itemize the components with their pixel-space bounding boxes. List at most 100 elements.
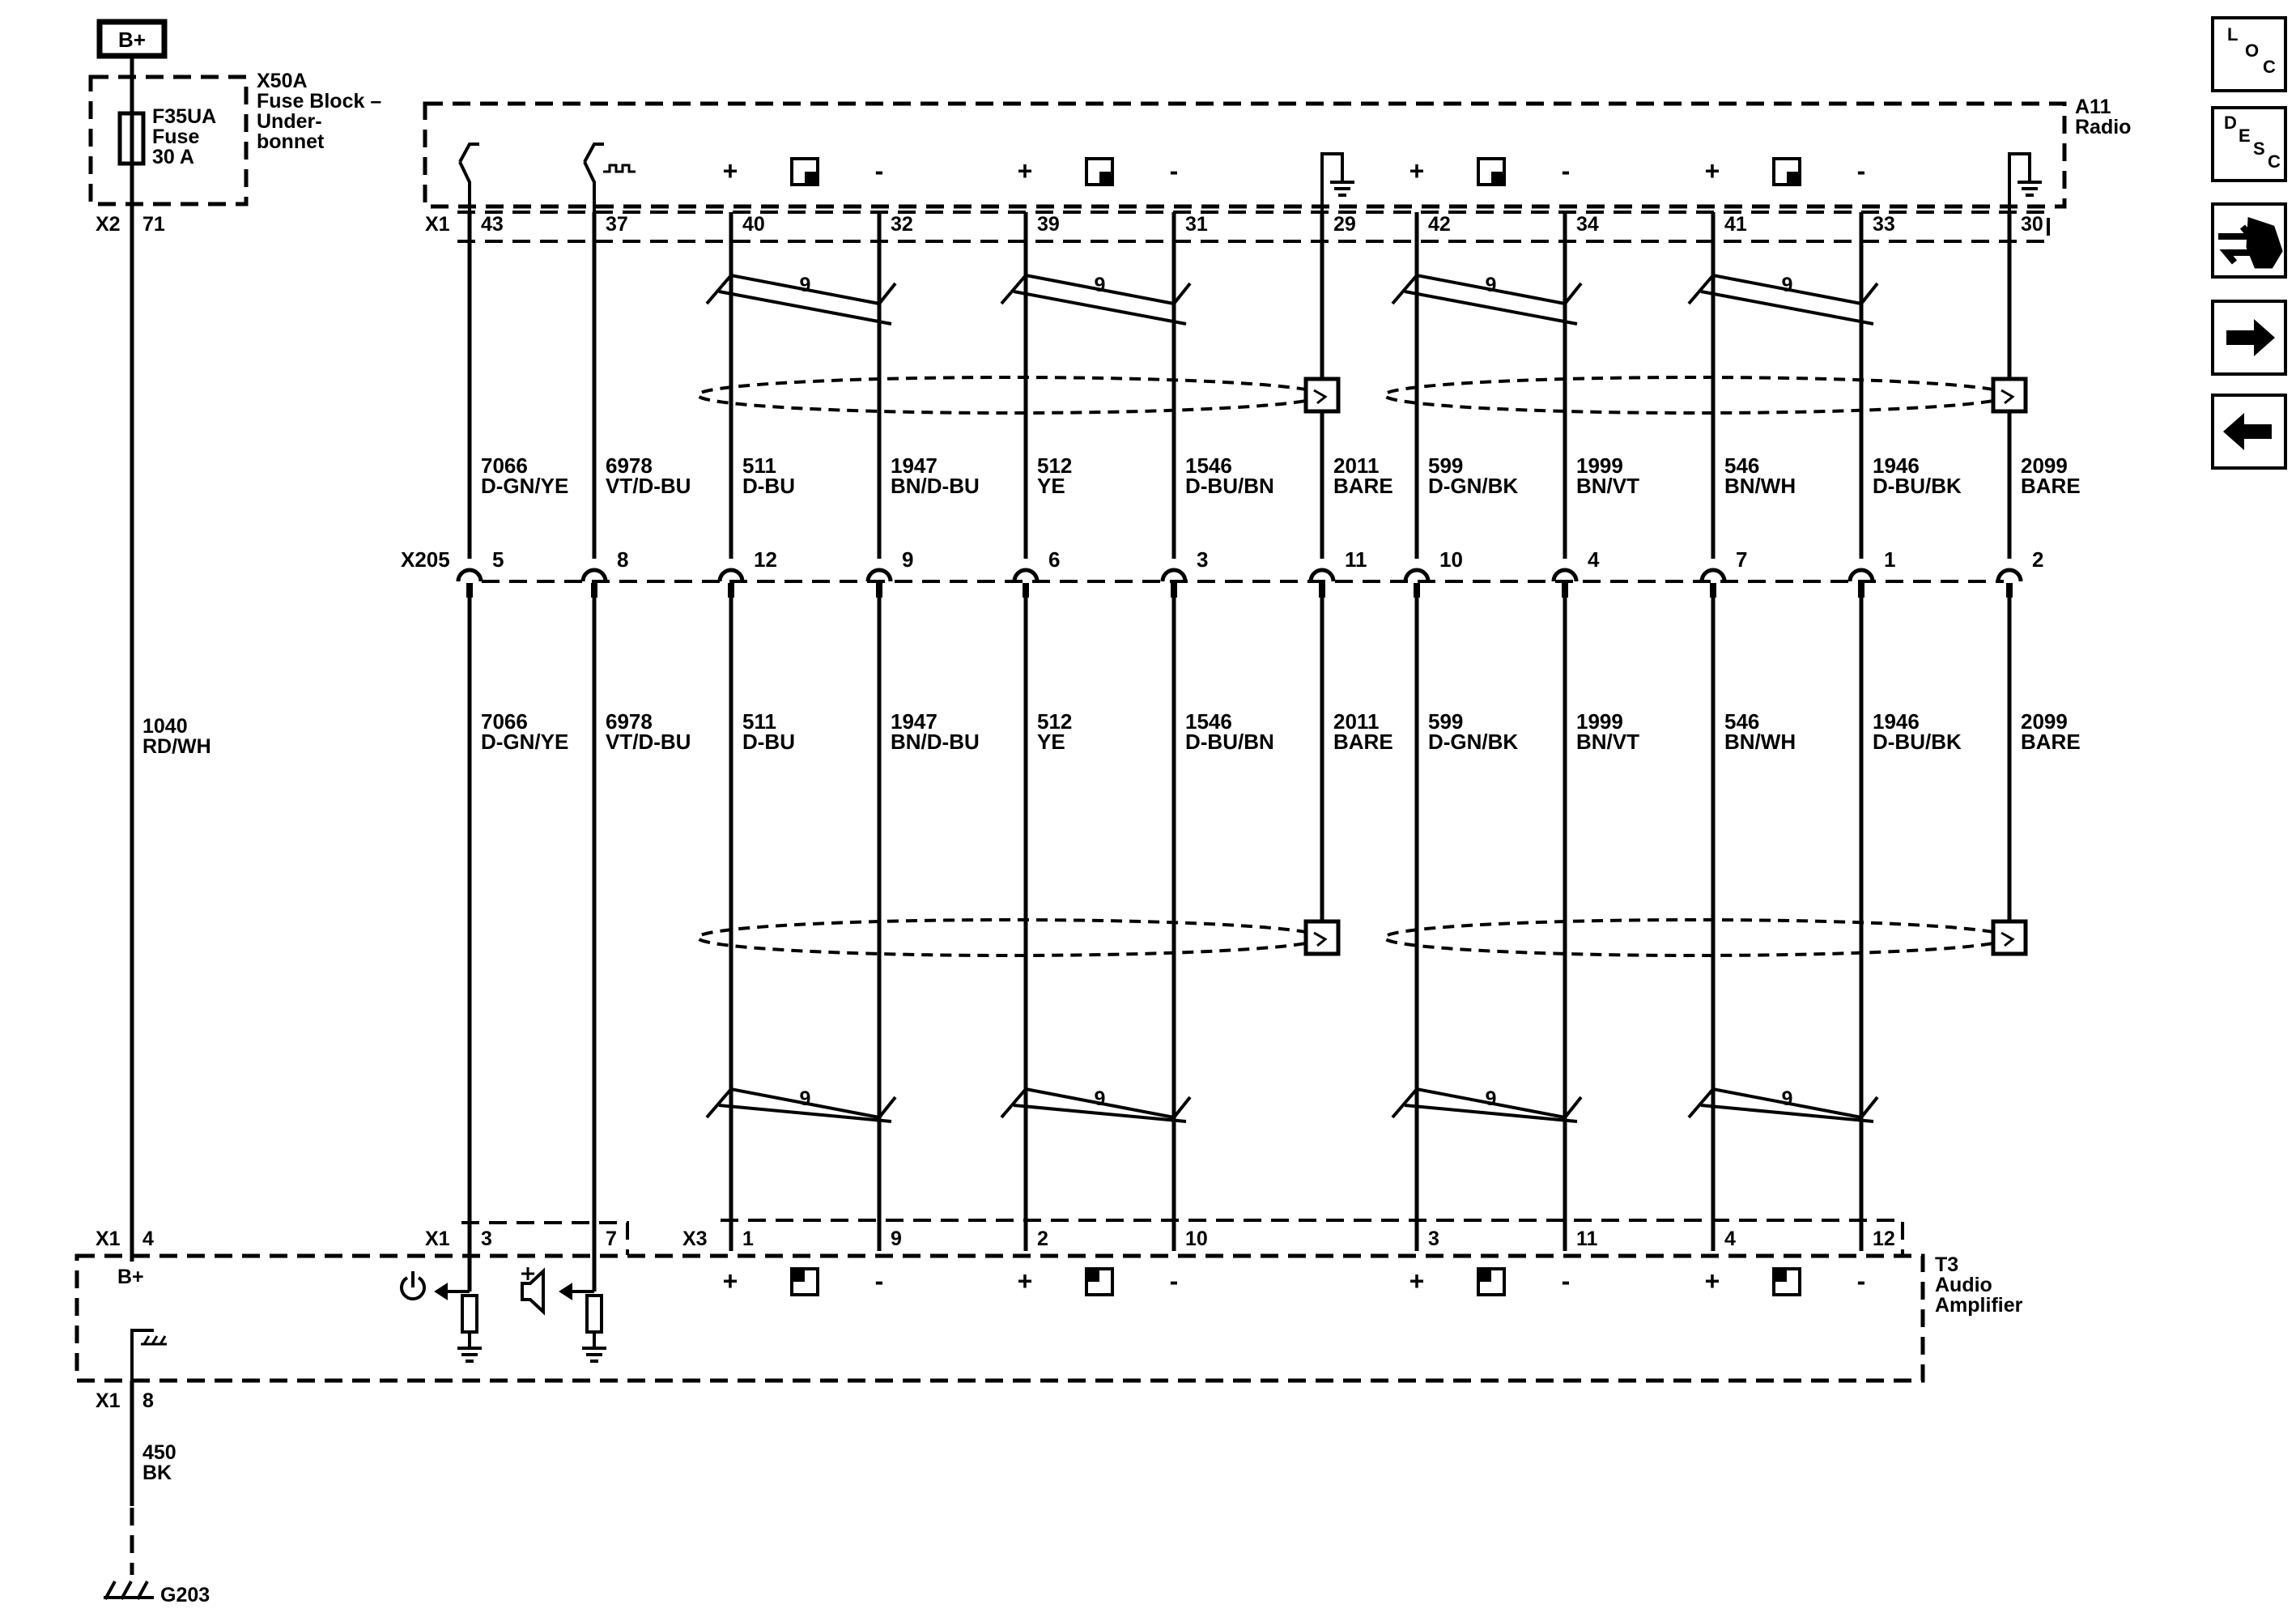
twisted-pair-symbol: [1404, 1104, 1578, 1123]
amplifier-x3-pin: 4: [1724, 1228, 1736, 1250]
radio-pin: 29: [1333, 213, 1356, 236]
arrow-left-button[interactable]: [2211, 394, 2287, 470]
twisted-pair-symbol: [718, 290, 892, 326]
amplifier-audio-channel-fill: [1086, 1269, 1099, 1282]
radio-pin: 30: [2021, 213, 2043, 236]
location-button[interactable]: LOC: [2211, 16, 2287, 92]
inline-connector-male: [2006, 583, 2013, 598]
radio-polarity-minus: -: [875, 156, 884, 185]
wire-circuit-label: 599: [1428, 709, 1463, 734]
radio-pin: 39: [1037, 213, 1060, 236]
shield-outline: [696, 376, 1324, 415]
inline-connector-female: [1996, 568, 2023, 582]
wire-circuit-label: 2099: [2021, 453, 2068, 478]
x205-pin-label: 3: [1197, 547, 1208, 572]
radio-title: A11: [2075, 96, 2111, 118]
shield-outline: [696, 918, 1324, 957]
inline-connector-male: [1319, 583, 1325, 598]
twisted-pair-symbol: [1000, 1087, 1192, 1120]
wire-color-label: D-GN/BK: [1428, 474, 1518, 498]
wire-color-label: D-GN/YE: [481, 474, 568, 498]
shield-drain-symbol: [2000, 389, 2015, 405]
twist-count-label: 9: [1782, 1087, 1793, 1110]
inline-connector-male: [876, 583, 882, 598]
ground-wire-circuit: 450: [142, 1441, 176, 1464]
wire-circuit-label: 511: [742, 453, 776, 478]
twist-count-label: 9: [800, 274, 811, 296]
inline-connector-female: [1403, 568, 1431, 582]
wire-color-label: D-BU/BK: [1873, 474, 1962, 498]
inline-connector-female: [1160, 568, 1188, 582]
radio-pin: 43: [481, 213, 504, 236]
twisted-pair-symbol: [1404, 290, 1578, 326]
radio-pin: 31: [1185, 213, 1208, 236]
wire-circuit-label: 1946: [1873, 709, 1920, 734]
inline-connector-female: [1847, 568, 1875, 582]
amplifier-ground-lead: [130, 1329, 154, 1381]
wire-color-label: D-BU/BN: [1185, 474, 1274, 498]
amplifier-x1-connector-frame: [461, 1221, 629, 1255]
radio-audio-channel-fill: [1491, 172, 1504, 185]
wire-circuit-label: 546: [1724, 709, 1759, 734]
side-button-frame: [2211, 16, 2287, 92]
ground-point-label: G203: [160, 1584, 210, 1606]
inline-connector-male: [1858, 583, 1864, 598]
fuse-block-frame: [88, 74, 249, 206]
amplifier-title: Amplifier: [1935, 1294, 2023, 1317]
amplifier-x3-pin: 3: [1428, 1228, 1439, 1250]
inline-connector-female: [1308, 568, 1336, 582]
shield-outline: [1383, 918, 2011, 957]
radio-switch-symbol: [458, 143, 479, 212]
wire-circuit-label: 2099: [2021, 709, 2068, 734]
amplifier-x1-connector: X1: [425, 1228, 450, 1250]
ground-icon: [141, 1335, 167, 1346]
speaker-icon: [521, 1267, 545, 1316]
static-text: 7066D-GN/YE7066D-GN/YE56978VT/D-BU6978VT…: [401, 453, 2081, 754]
resistor-symbol: [461, 1294, 478, 1334]
amplifier-audio-channel-fill: [792, 1269, 805, 1282]
wire-color-label: VT/D-BU: [606, 730, 691, 754]
twisted-pair-symbol: [1687, 273, 1879, 306]
wire-color-label: BARE: [1333, 730, 1393, 754]
inline-connector-female: [580, 568, 608, 582]
amplifier-x1-pin: 7: [606, 1228, 617, 1250]
amplifier-polarity-plus: +: [1018, 1266, 1033, 1296]
description-icon: E: [2239, 126, 2251, 146]
inline-connector-female: [717, 568, 745, 582]
arrow-right-button[interactable]: [2211, 300, 2287, 376]
wire-color-label: D-GN/YE: [481, 730, 568, 754]
radio-polarity-minus: -: [1857, 156, 1866, 185]
wire-color-label: BN/D-BU: [891, 730, 980, 754]
wire-color-label: BN/WH: [1724, 730, 1796, 754]
radio-polarity-plus: +: [723, 156, 738, 185]
fuse-label: 30 A: [152, 146, 194, 168]
twisted-pair-symbol: [718, 1104, 892, 1123]
radio-pin: 40: [742, 213, 765, 236]
wire-circuit-label: 599: [1428, 453, 1463, 478]
wire-circuit-label: 512: [1037, 453, 1072, 478]
inline-connector-male: [1710, 583, 1716, 598]
repair-tools-button[interactable]: [2211, 202, 2287, 279]
wire-circuit-label: 2011: [1333, 709, 1379, 734]
wire-circuit-label: 1947: [891, 709, 938, 734]
amplifier-power-pin: 4: [142, 1228, 154, 1250]
wire-color-label: BN/D-BU: [891, 474, 980, 498]
wire-color-label: BARE: [2021, 474, 2081, 498]
resistor-symbol: [585, 1294, 603, 1334]
x205-pin-label: 11: [1345, 547, 1367, 572]
description-icon: S: [2253, 138, 2265, 159]
wire-circuit-label: 1947: [891, 453, 938, 478]
wire-circuit-label: 1546: [1185, 709, 1232, 734]
fuse-block-title: Under-: [257, 110, 322, 133]
inline-connector-male: [466, 583, 473, 598]
wire-circuit-label: 7066: [481, 709, 528, 734]
wire-color-label: BN/WH: [1724, 474, 1796, 498]
x205-pin-label: 1: [1884, 547, 1895, 572]
shield-drain-symbol: [2000, 931, 2015, 947]
radio-title: Radio: [2075, 116, 2131, 138]
twist-count-label: 9: [800, 1087, 811, 1110]
inline-connector-female: [1699, 568, 1727, 582]
radio-polarity-plus: +: [1018, 156, 1033, 185]
